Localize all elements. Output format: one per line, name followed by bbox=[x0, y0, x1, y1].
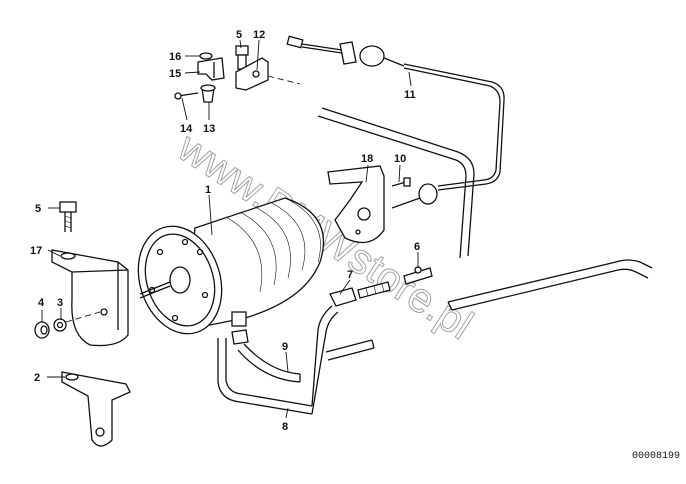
vacuum-cylinder bbox=[137, 197, 325, 335]
vacuum-pipe bbox=[447, 259, 653, 311]
callout-6: 6 bbox=[414, 241, 420, 253]
lower-bracket bbox=[61, 371, 131, 447]
callout-14: 14 bbox=[180, 123, 193, 135]
throttle-cable bbox=[286, 35, 505, 209]
check-valve bbox=[329, 281, 391, 307]
mounting-bracket bbox=[51, 249, 129, 347]
vacuum-hose-lower bbox=[217, 305, 339, 415]
reference-code: 00008199 bbox=[632, 451, 680, 462]
callout-11: 11 bbox=[404, 89, 416, 101]
cable-bracket bbox=[327, 165, 385, 244]
callout-15: 15 bbox=[169, 68, 181, 80]
hose-connector bbox=[403, 266, 433, 285]
screw-small bbox=[174, 92, 199, 100]
clip-bracket bbox=[197, 57, 225, 81]
nut bbox=[34, 321, 50, 339]
callout-10: 10 bbox=[394, 153, 406, 165]
callout-4: 4 bbox=[38, 297, 45, 309]
callout-13: 13 bbox=[203, 123, 215, 135]
callout-2: 2 bbox=[34, 372, 40, 384]
vacuum-hose-upper bbox=[317, 107, 475, 259]
callout-18: 18 bbox=[361, 153, 373, 165]
plate-bracket bbox=[235, 57, 269, 91]
callout-8: 8 bbox=[282, 421, 288, 433]
bolt-left bbox=[59, 201, 77, 232]
leader-lines bbox=[41, 39, 419, 419]
grommet bbox=[200, 84, 216, 103]
callout-3: 3 bbox=[57, 297, 63, 309]
lock-washer bbox=[53, 318, 67, 332]
callout-12: 12 bbox=[253, 29, 265, 41]
callout-7: 7 bbox=[347, 269, 353, 281]
screw-cable bbox=[391, 177, 411, 187]
callout-9: 9 bbox=[282, 341, 288, 353]
callout-5-top: 5 bbox=[236, 29, 242, 41]
bolt-top bbox=[235, 45, 249, 70]
callout-1: 1 bbox=[205, 184, 211, 196]
callout-17: 17 bbox=[30, 245, 42, 257]
washer-small bbox=[199, 52, 213, 60]
callout-5-left: 5 bbox=[35, 203, 41, 215]
short-pipe bbox=[325, 339, 375, 361]
callout-16: 16 bbox=[169, 51, 181, 63]
vacuum-hose-short bbox=[231, 329, 301, 383]
